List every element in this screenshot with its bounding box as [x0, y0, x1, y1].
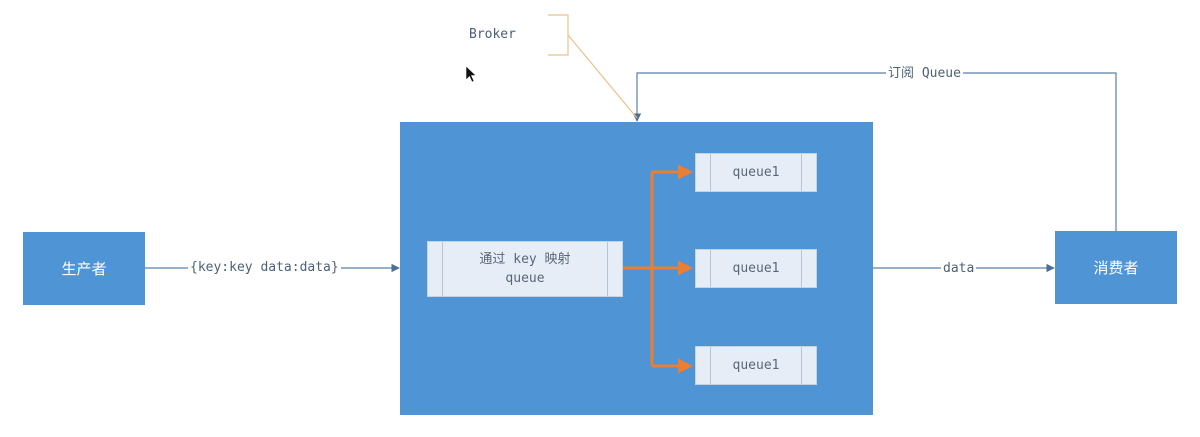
- broker-callout-leader: [567, 34, 638, 119]
- queue-divider-left: [710, 347, 711, 384]
- producer-label: 生产者: [61, 260, 107, 278]
- queue-divider-left: [710, 250, 711, 287]
- mouse-cursor-icon: [465, 65, 477, 83]
- queue-label: queue1: [732, 358, 780, 373]
- producer-box: [23, 232, 145, 305]
- broker-callout-label: Broker: [469, 27, 516, 42]
- queue-box-2: queue1: [695, 249, 817, 288]
- subscribe-arrow: [632, 72, 1117, 231]
- consumer-box: [1055, 231, 1177, 304]
- data-label: data: [941, 261, 977, 277]
- key-routing-box: 通过 key 映射 queue: [427, 241, 623, 297]
- queue-box-3: queue1: [695, 346, 817, 385]
- queue-box-1: queue1: [695, 153, 817, 192]
- router-divider-left: [442, 242, 443, 296]
- message-label: {key:key data:data}: [188, 260, 341, 276]
- router-divider-right: [607, 242, 608, 296]
- consumer-label: 消费者: [1093, 259, 1139, 277]
- queue-divider-right: [801, 154, 802, 191]
- subscribe-label: 订阅 Queue: [886, 66, 963, 82]
- queue-divider-right: [801, 250, 802, 287]
- queue-divider-left: [710, 154, 711, 191]
- router-label-line1: 通过 key 映射: [479, 252, 571, 267]
- queue-label: queue1: [732, 165, 780, 180]
- queue-divider-right: [801, 347, 802, 384]
- router-label-line2: queue: [505, 271, 545, 286]
- broker-callout-bracket: [548, 14, 569, 56]
- queue-label: queue1: [732, 261, 780, 276]
